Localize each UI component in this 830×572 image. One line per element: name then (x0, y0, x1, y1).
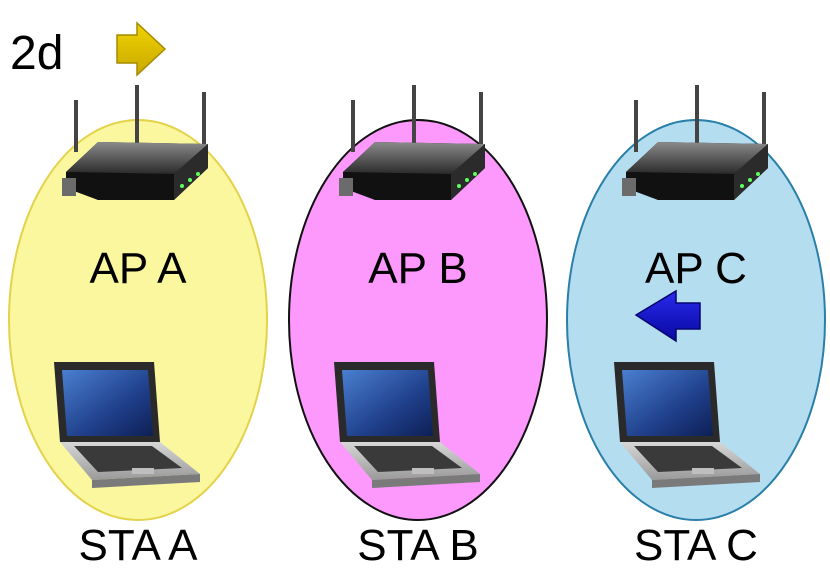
ap-label-b: AP B (368, 244, 467, 293)
sta-label-b: STA B (357, 521, 478, 570)
cell-b: AP B STA B (288, 85, 548, 570)
sta-label-c: STA C (634, 521, 758, 570)
ap-label-c: AP C (645, 244, 747, 293)
header-label: 2d (10, 27, 63, 80)
sta-label-a: STA A (78, 521, 198, 570)
cell-a: AP A STA A (8, 85, 268, 570)
ap-label-a: AP A (89, 244, 187, 293)
right-arrow-icon (116, 22, 166, 76)
